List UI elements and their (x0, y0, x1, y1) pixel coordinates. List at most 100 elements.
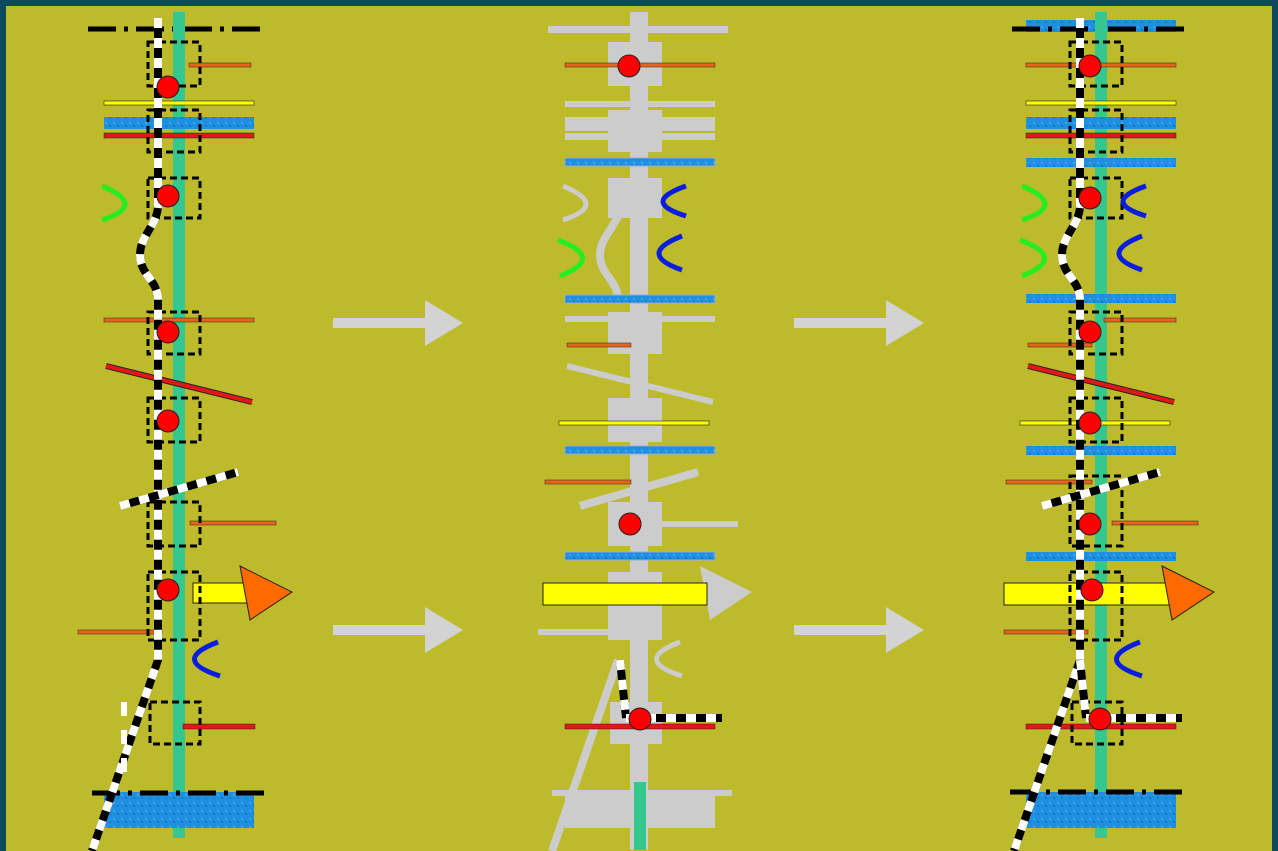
blue-arc (1114, 639, 1143, 679)
red-diagonal-bar (105, 364, 253, 404)
right-arrow-icon (794, 300, 924, 346)
yellow-bar (1025, 100, 1177, 106)
orange-triangle-arrow (1161, 565, 1215, 621)
ghost-bar (565, 316, 715, 322)
yellow-bar (558, 420, 710, 426)
yellow-bar (103, 100, 255, 106)
green-arc (101, 183, 128, 223)
red-bar (103, 132, 255, 139)
red-marker (1088, 707, 1112, 731)
right-arrow-icon (794, 607, 924, 653)
dashed-box (1068, 396, 1124, 444)
ghost-bar (565, 133, 715, 140)
green-arc (1019, 237, 1047, 279)
red-marker (1078, 320, 1102, 344)
red-bar (182, 723, 256, 730)
new-path-segment (616, 659, 630, 719)
panel-changes (538, 12, 752, 851)
blue-block (1026, 792, 1176, 828)
panel-before (77, 12, 293, 851)
new-path-segment (1076, 659, 1090, 719)
dashed-box (146, 500, 202, 548)
ghost-bar (538, 629, 624, 635)
orange-bar (566, 342, 632, 348)
dashed-box (146, 310, 202, 356)
diagonal-crossing-path (118, 468, 240, 510)
red-marker (1078, 512, 1102, 536)
panel-after (1003, 12, 1215, 851)
dashed-box (146, 570, 202, 642)
blue-bar (1026, 117, 1176, 129)
right-arrow-icon (333, 300, 463, 346)
blue-bar (1026, 446, 1176, 455)
red-bar (1025, 132, 1177, 139)
red-marker (1080, 578, 1104, 602)
dashed-box (1068, 108, 1124, 154)
green-arc (557, 237, 585, 279)
blue-bar (564, 157, 716, 167)
dashed-box (148, 700, 202, 746)
red-marker (156, 578, 180, 602)
ghost-bar (565, 101, 715, 107)
red-marker (1078, 186, 1102, 210)
red-marker (617, 54, 641, 78)
transition-arrows (333, 300, 924, 653)
ghost-curve (595, 204, 624, 301)
ghost-bar (650, 521, 738, 527)
dashed-box (146, 176, 202, 220)
black-white-path (88, 18, 162, 851)
green-arc (1021, 183, 1048, 223)
ghost-arc (654, 639, 683, 679)
orange-triangle-arrow (239, 565, 293, 621)
blue-arc (1120, 183, 1147, 219)
orange-bar (103, 317, 255, 323)
blue-bar (564, 551, 716, 561)
dashed-box (146, 396, 202, 444)
red-marker (1078, 54, 1102, 78)
blue-arc (1116, 233, 1143, 273)
blue-bar (1026, 552, 1176, 561)
red-diagonal-bar (1027, 364, 1175, 404)
ghost-diagonal (578, 468, 700, 510)
blue-bar (1026, 294, 1176, 303)
ghost-bar (565, 117, 715, 131)
orange-bar (544, 479, 632, 485)
dashed-box (1070, 700, 1124, 746)
dashed-box (146, 108, 202, 154)
orange-bar (188, 62, 252, 68)
green-axis-segment (634, 782, 646, 850)
blue-bar (564, 294, 716, 304)
red-marker (156, 75, 180, 99)
red-marker (156, 184, 180, 208)
orange-bar (189, 520, 277, 526)
diagonal-crossing-path (1040, 468, 1162, 510)
red-marker (618, 512, 642, 536)
yellow-bar (542, 582, 708, 606)
ghost-slant (548, 658, 622, 851)
right-arrow-icon (333, 607, 463, 653)
red-marker (1078, 411, 1102, 435)
orange-bar (1111, 520, 1199, 526)
blue-arc (192, 639, 221, 679)
black-white-path (1010, 18, 1084, 851)
dashed-box (1068, 40, 1124, 88)
ghost-arc (562, 183, 589, 223)
blue-bar (564, 445, 716, 455)
red-marker (156, 409, 180, 433)
ghost-triangle-arrow (700, 566, 752, 620)
ghost-box (608, 398, 662, 442)
ghost-diagonal (566, 363, 714, 405)
orange-bar (1005, 479, 1093, 485)
red-marker (628, 707, 652, 731)
orange-bar (1103, 317, 1177, 323)
red-marker (156, 320, 180, 344)
blue-bar (1026, 158, 1176, 167)
dashed-box (1068, 310, 1124, 356)
orange-bar (1027, 342, 1093, 348)
blue-bar (104, 117, 254, 129)
orange-bar (1003, 629, 1089, 635)
blue-arc (660, 183, 687, 219)
blue-block (104, 792, 254, 828)
